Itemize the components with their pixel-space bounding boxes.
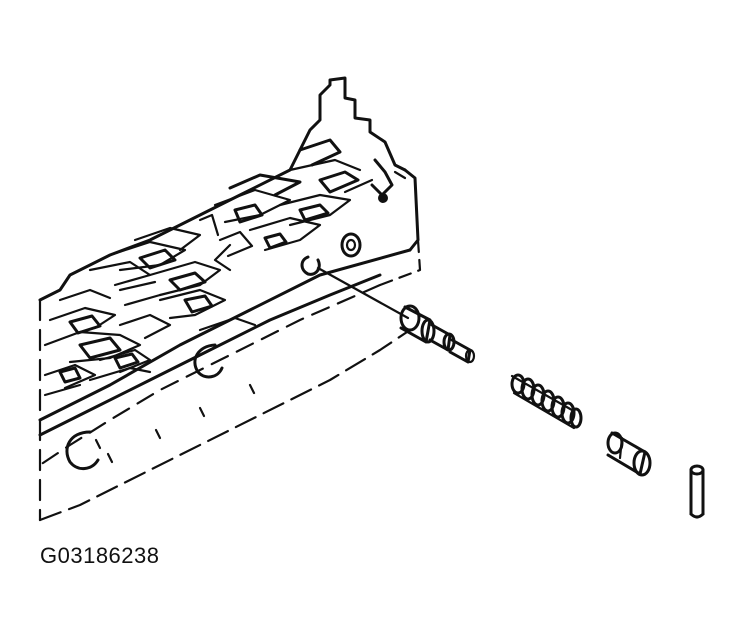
valve [399,304,476,364]
valve-body [38,76,422,522]
passage-pattern [43,138,374,397]
spring [510,373,583,430]
figure-reference-code: G03186238 [40,543,160,568]
alignment-line [316,266,410,320]
bore-plug [606,431,652,477]
retaining-pin [689,464,705,519]
